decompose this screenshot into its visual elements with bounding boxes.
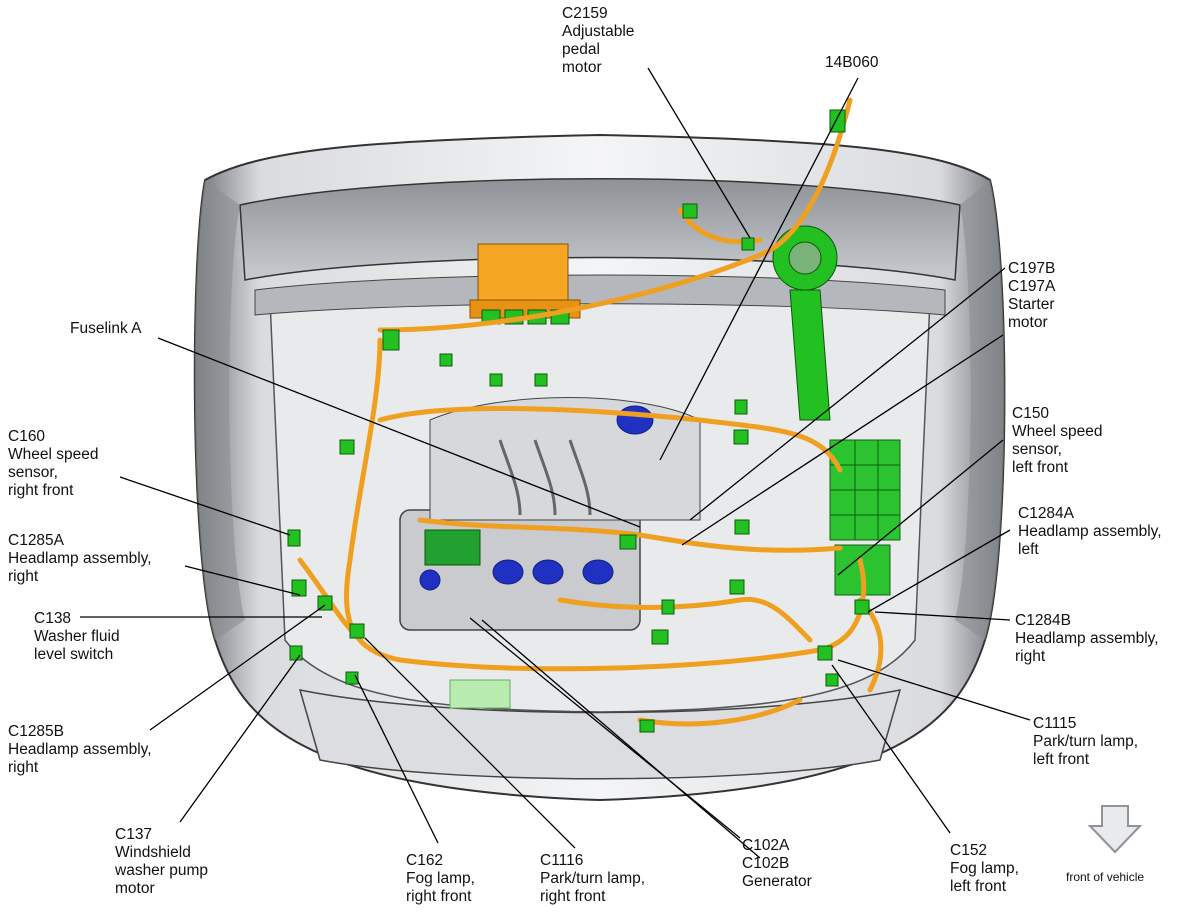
connector-id: C1285A <box>8 532 65 549</box>
connector-id: C1116 <box>540 852 584 869</box>
connector-id: C1285B <box>8 723 65 740</box>
callout-text: Washer fluid <box>34 628 120 645</box>
callout-text: Wheel speed <box>8 446 99 463</box>
leader-lines <box>80 67 1031 859</box>
connector-id: C160 <box>8 428 46 445</box>
callout-c1284b: C1284B Headlamp assembly, right <box>1015 612 1159 666</box>
callout-text: Generator <box>742 873 812 890</box>
radiator-support <box>298 689 902 780</box>
callout-c152: C152 Fog lamp, left front <box>950 842 1019 896</box>
callout-c1285b: C1285B Headlamp assembly, right <box>8 723 152 777</box>
callout-text: Headlamp assembly, <box>1015 630 1159 647</box>
callout-text: Windshield <box>115 844 191 861</box>
callout-text: left <box>1018 541 1039 558</box>
callout-text: motor <box>1008 314 1048 331</box>
callout-text: sensor, <box>8 464 58 481</box>
connector-id: Fuselink A <box>70 320 142 337</box>
callout-c150: C150 Wheel speed sensor, left front <box>1012 405 1102 477</box>
vent-grille <box>449 679 511 709</box>
callout-text: right <box>8 759 39 776</box>
callout-text: Park/turn lamp, <box>540 870 646 887</box>
front-of-vehicle-text: front of vehicle <box>1066 870 1145 884</box>
callout-text: left front <box>950 878 1006 895</box>
callout-c102: C102A C102B Generator <box>742 837 812 891</box>
callout-text: Headlamp assembly, <box>8 550 152 567</box>
callout-c138: C138 Washer fluid level switch <box>34 610 120 664</box>
callout-text: left front <box>1012 459 1068 476</box>
callout-text: Adjustable <box>562 23 635 40</box>
callout-c1284a: C1284A Headlamp assembly, left <box>1018 505 1162 559</box>
callout-c162: C162 Fog lamp, right front <box>406 852 475 906</box>
callout-text: Park/turn lamp, <box>1033 733 1139 750</box>
manifold-runners <box>498 439 592 516</box>
callout-text: Fog lamp, <box>950 860 1019 877</box>
callout-text: right front <box>540 888 606 905</box>
connector-id: C102A <box>742 837 790 854</box>
front-of-vehicle-label: front of vehicle <box>1066 868 1144 886</box>
connector-id: C197B <box>1008 260 1056 277</box>
connector-id: C1284A <box>1018 505 1075 522</box>
callout-text: Starter <box>1008 296 1055 313</box>
callout-text: left front <box>1033 751 1089 768</box>
callout-c1285a: C1285A Headlamp assembly, right <box>8 532 152 586</box>
connector-id: C138 <box>34 610 72 627</box>
callout-text: Headlamp assembly, <box>8 741 152 758</box>
pcm-module <box>477 243 569 307</box>
connector-id: C1115 <box>1033 715 1077 732</box>
callout-c1115: C1115 Park/turn lamp, left front <box>1033 715 1138 769</box>
callout-text: level switch <box>34 646 114 663</box>
callout-text: Headlamp assembly, <box>1018 523 1162 540</box>
callout-text: washer pump <box>115 862 209 879</box>
callout-text: motor <box>115 880 155 897</box>
arrow-down-icon <box>1087 805 1143 854</box>
callout-c2159: C2159 Adjustable pedal motor <box>562 5 634 77</box>
callout-c137: C137 Windshield washer pump motor <box>115 826 208 898</box>
callout-text: pedal <box>562 41 600 58</box>
callout-text: right <box>8 568 39 585</box>
callout-text: right front <box>406 888 472 905</box>
connector-id: C102B <box>742 855 790 872</box>
connector-id: C197A <box>1008 278 1056 295</box>
callout-text: motor <box>562 59 602 76</box>
connectors <box>287 109 870 733</box>
connector-id: C152 <box>950 842 988 859</box>
callout-text: right <box>1015 648 1046 665</box>
callout-text: Fog lamp, <box>406 870 475 887</box>
callout-fuselink-a: Fuselink A <box>70 320 142 338</box>
connector-id: C162 <box>406 852 444 869</box>
callout-c160: C160 Wheel speed sensor, right front <box>8 428 98 500</box>
wiring-harness <box>297 97 884 727</box>
callout-text: sensor, <box>1012 441 1062 458</box>
callout-c197: C197B C197A Starter motor <box>1008 260 1055 332</box>
connector-id: C137 <box>115 826 153 843</box>
callout-14b060: 14B060 <box>825 54 878 72</box>
connector-id: C1284B <box>1015 612 1072 629</box>
connector-id: 14B060 <box>825 54 879 71</box>
callout-c1116: C1116 Park/turn lamp, right front <box>540 852 645 906</box>
callout-text: right front <box>8 482 74 499</box>
callout-text: Wheel speed <box>1012 423 1103 440</box>
connector-id: C2159 <box>562 5 608 22</box>
connector-id: C150 <box>1012 405 1050 422</box>
